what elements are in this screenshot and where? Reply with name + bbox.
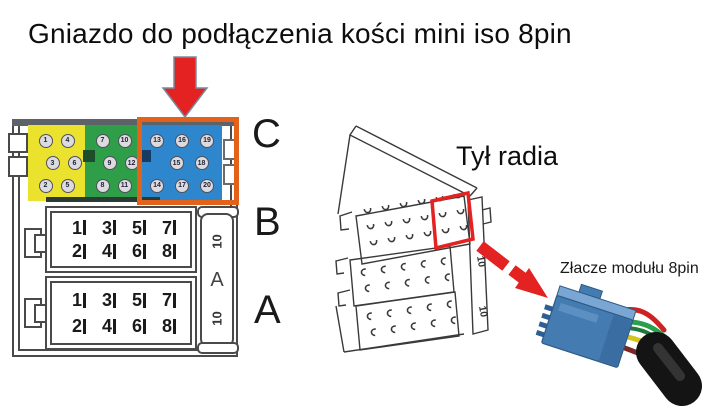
pin-7: 7: [95, 133, 110, 148]
pin-6: 6: [67, 156, 82, 170]
pin-18: 18: [194, 156, 209, 170]
pin-slot-8: 8: [162, 317, 176, 335]
pin-slot-2: 2: [72, 317, 87, 335]
pin-slot-6: 6: [132, 242, 146, 260]
pin-slot-5: 5: [132, 219, 146, 237]
module-connector-label: Złacze modułu 8pin: [560, 260, 699, 277]
radio-back-label: Tył radia: [456, 141, 559, 171]
pin-slot-7: 7: [162, 291, 176, 309]
pin-slot-1: 1: [72, 219, 87, 237]
pin-19: 19: [200, 133, 214, 148]
pin-11: 11: [117, 178, 132, 193]
pin-slot-3: 3: [102, 219, 116, 237]
pin-4: 4: [60, 133, 75, 148]
left-tab-upper: [8, 133, 28, 153]
pin-17: 17: [175, 178, 189, 193]
pin-slot-3: 3: [102, 291, 116, 309]
pin-9: 9: [102, 156, 117, 170]
strip-label-10-bottom: 10: [209, 311, 225, 326]
keying-strip: 10 A 10: [200, 213, 234, 347]
pin-1: 1: [38, 133, 53, 148]
page-title: Gniazdo do podłączenia kości mini iso 8p…: [28, 18, 572, 49]
radio-strip-label-10-bottom: 10: [476, 305, 489, 318]
section-letter-a: A: [254, 288, 281, 332]
pin-slot-2: 2: [72, 242, 87, 260]
pin-10: 10: [117, 133, 132, 148]
wire-yellow: [615, 332, 669, 356]
radio-strip-label-10-top: 10: [474, 255, 487, 268]
pin-slot-8: 8: [162, 242, 176, 260]
keystrip-bottom-cap: [197, 342, 239, 354]
radio-highlight-rect: [430, 190, 475, 251]
pin-slot-5: 5: [132, 291, 146, 309]
strip-label-a: A: [210, 268, 224, 291]
pin-slot-7: 7: [162, 219, 176, 237]
pin-2: 2: [38, 178, 53, 193]
pin-20: 20: [200, 178, 214, 193]
section-letter-c: C: [252, 112, 281, 156]
highlight-frame: [137, 117, 239, 205]
down-arrow-icon: [161, 56, 209, 119]
pin-5: 5: [60, 178, 75, 193]
pin-3: 3: [45, 156, 60, 170]
pin-slot-4: 4: [102, 317, 116, 335]
pin-16: 16: [175, 133, 189, 148]
connector-body: [535, 283, 637, 368]
wire-red: [613, 306, 667, 333]
wire-sleeve: [636, 332, 702, 406]
pin-slot-1: 1: [72, 291, 87, 309]
pin-8: 8: [95, 178, 110, 193]
wire-dark-green: [618, 325, 670, 350]
strip-label-10-top: 10: [209, 234, 225, 249]
pin-slot-4: 4: [102, 242, 116, 260]
housing-dark-edge: [46, 197, 160, 202]
pin-13: 13: [150, 133, 164, 148]
pin-14: 14: [150, 178, 164, 193]
section-letter-b: B: [254, 200, 281, 244]
wire-green: [617, 319, 673, 345]
block-blue: 13 16 19 15 18 14 17 20: [142, 125, 222, 201]
pin-slot-6: 6: [132, 317, 146, 335]
pin-15: 15: [169, 156, 184, 170]
keying-slot-1: [83, 150, 95, 162]
wire-maroon: [611, 341, 665, 365]
pointer-arrow-icon: [476, 241, 548, 298]
module-connector-photo: [535, 283, 702, 406]
left-tab-lower: [8, 156, 28, 177]
housing-top-bar: [12, 119, 238, 126]
